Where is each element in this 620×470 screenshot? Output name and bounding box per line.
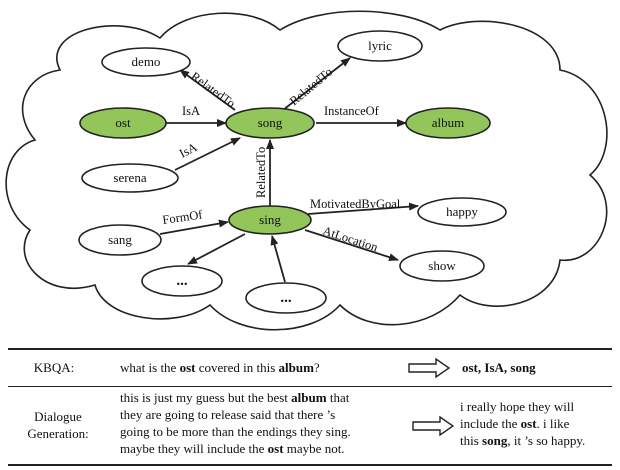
- qa-table: KBQA: what is the ost covered in this al…: [8, 348, 612, 466]
- kbqa-question: what is the ost covered in this album?: [120, 359, 420, 376]
- node-label-sing: sing: [259, 212, 281, 227]
- kbqa-question-mid: covered in this: [195, 360, 279, 375]
- edge-dots-bottom-sing: [270, 235, 286, 283]
- kbqa-arrow-icon: [408, 358, 450, 378]
- node-ellipsis-bottom: ...: [245, 282, 327, 314]
- table-middle-rule: [8, 386, 612, 387]
- dialogue-post-line2: they are going to release said that ther…: [120, 407, 336, 422]
- edge-sing-show: [304, 229, 399, 262]
- kbqa-answer: ost, IsA, song: [462, 359, 612, 376]
- dialogue-post-entity-ost: ost: [267, 441, 284, 456]
- node-label-song: song: [258, 115, 283, 130]
- dialogue-post-line1: this is just my guess but the best album…: [120, 390, 350, 405]
- edge-label-motivated-by-goal: MotivatedByGoal: [310, 197, 401, 211]
- edge-sang-sing: [159, 219, 229, 235]
- node-album: album: [405, 107, 491, 139]
- graph-nodes: demo lyric ost song album serena sing h: [78, 30, 507, 314]
- kbqa-question-pre: what is the: [120, 360, 180, 375]
- dialogue-post-line3: going to be more than the endings they s…: [120, 424, 351, 439]
- kbqa-question-entity-album: album: [278, 360, 314, 375]
- node-ellipsis-left: ...: [141, 265, 223, 297]
- knowledge-graph-diagram: RelatedTo RelatedTo IsA InstanceOf IsA R…: [5, 10, 608, 331]
- node-sing: sing: [228, 205, 312, 235]
- dialogue-post-entity-album: album: [291, 390, 327, 405]
- node-ost: ost: [79, 107, 167, 139]
- dialogue-post-line4: maybe they will include the ost maybe no…: [120, 441, 345, 456]
- node-label-album: album: [432, 115, 465, 130]
- edge-label-isa-ost: IsA: [182, 104, 200, 118]
- dialogue-response-entity-ost: ost: [520, 416, 537, 431]
- dialogue-post: this is just my guess but the best album…: [120, 389, 410, 457]
- dialogue-response-line1: i really hope they will: [460, 399, 575, 414]
- dialogue-response: i really hope they will include the ost.…: [460, 398, 612, 449]
- node-demo: demo: [101, 47, 191, 77]
- edge-serena-song: [174, 137, 241, 171]
- node-label-happy: happy: [446, 204, 478, 219]
- node-label-demo: demo: [132, 54, 161, 69]
- dialogue-arrow-icon: [412, 416, 454, 436]
- edge-sing-dots-left: [187, 233, 246, 265]
- node-song: song: [225, 107, 315, 139]
- kbqa-label: KBQA:: [33, 360, 75, 375]
- node-label-show: show: [428, 258, 456, 273]
- edge-sing-happy: [307, 202, 419, 215]
- edge-label-form-of: FormOf: [161, 207, 204, 227]
- graph-edges: [159, 57, 419, 283]
- edge-song-lyric: [282, 57, 351, 111]
- table-bottom-rule: [8, 464, 612, 466]
- node-label-ost: ost: [115, 115, 131, 130]
- edge-label-instance-of: InstanceOf: [324, 104, 380, 118]
- dialogue-response-line2: include the ost. i like: [460, 416, 570, 431]
- node-happy: happy: [417, 197, 507, 227]
- dialogue-label-line2: Generation:: [27, 426, 89, 441]
- dialogue-response-entity-song: song: [482, 433, 508, 448]
- node-label-ellipsis-bottom: ...: [280, 290, 292, 306]
- node-sang: sang: [78, 224, 162, 256]
- kbqa-question-post: ?: [313, 360, 320, 375]
- node-label-ellipsis-left: ...: [176, 273, 188, 289]
- cloud-outline: [5, 10, 608, 331]
- node-label-serena: serena: [113, 170, 146, 185]
- table-top-rule: [8, 348, 612, 350]
- edge-song-demo: [179, 69, 236, 111]
- node-label-sang: sang: [108, 232, 132, 247]
- node-label-lyric: lyric: [368, 38, 392, 53]
- node-show: show: [399, 250, 485, 282]
- kbqa-answer-triple: ost, IsA, song: [462, 360, 536, 375]
- node-serena: serena: [81, 163, 179, 193]
- dialogue-response-line3: this song, it ’s so happy.: [460, 433, 586, 448]
- dialogue-label-line1: Dialogue: [34, 409, 82, 424]
- node-lyric: lyric: [337, 30, 423, 62]
- edge-label-related-to-sing: RelatedTo: [254, 147, 268, 198]
- dialogue-label: Dialogue Generation:: [10, 408, 106, 442]
- kbqa-question-entity-ost: ost: [179, 360, 196, 375]
